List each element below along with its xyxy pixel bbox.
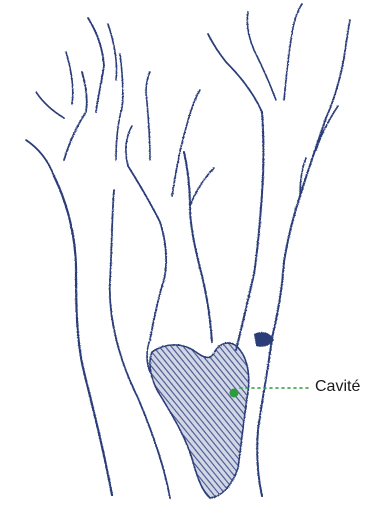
callout-label: Cavité bbox=[315, 377, 360, 397]
callout-marker bbox=[230, 389, 239, 398]
cavity-shape bbox=[0, 332, 372, 500]
